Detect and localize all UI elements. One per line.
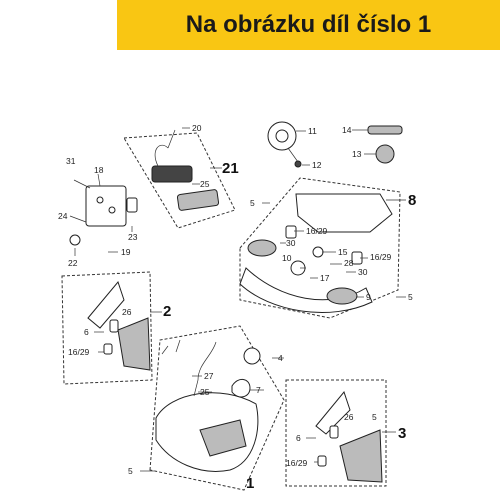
label-16a: 16/29 xyxy=(306,226,328,236)
mesh-strip xyxy=(367,125,403,135)
label-25b: 25 xyxy=(200,387,210,397)
label-30b: 30 xyxy=(358,267,368,277)
tail-lamp-wiring xyxy=(154,129,176,167)
assembly-label-21: 21 xyxy=(222,160,239,177)
right-indicator-body xyxy=(315,390,351,435)
assembly-label-1: 1 xyxy=(246,475,254,492)
assembly-21-group: 20 21 25 xyxy=(123,123,239,229)
label-16c: 16/29 xyxy=(68,347,90,357)
assembly-label-3: 3 xyxy=(398,425,406,442)
right-indicator-lens xyxy=(339,429,383,483)
tail-lamp-lens xyxy=(176,189,220,211)
left-indicator-body xyxy=(87,280,125,329)
upper-fairing xyxy=(295,193,393,233)
plate-bracket xyxy=(85,185,127,227)
headlight-adjuster xyxy=(243,347,261,365)
label-15: 15 xyxy=(338,247,348,257)
label-28: 28 xyxy=(344,258,354,268)
label-26b: 26 xyxy=(344,412,354,422)
label-6b: 6 xyxy=(296,433,301,443)
label-5d: 5 xyxy=(372,412,377,422)
horn-nut xyxy=(294,160,302,168)
license-plate-holder: 31 18 24 23 19 22 xyxy=(58,156,138,268)
label-31: 31 xyxy=(66,156,76,166)
label-20: 20 xyxy=(192,123,202,133)
assembly-label-2: 2 xyxy=(163,303,171,320)
socket-15 xyxy=(312,246,324,258)
assembly-1-group: 4 27 25 7 1 5 xyxy=(128,325,285,492)
label-18: 18 xyxy=(94,165,104,175)
side-lens-left xyxy=(247,239,277,257)
label-16b: 16/29 xyxy=(370,252,392,262)
headlight-bulb xyxy=(231,379,251,398)
mesh-disc xyxy=(375,144,395,164)
assembly-2-group: 2 26 6 16/29 xyxy=(61,271,171,385)
label-11: 11 xyxy=(308,126,317,136)
horn-parts: 11 12 14 13 xyxy=(267,121,403,170)
assembly-3-group: 3 26 6 16/29 5 xyxy=(285,379,406,487)
label-23: 23 xyxy=(128,232,138,242)
label-14: 14 xyxy=(342,125,352,135)
label-13: 13 xyxy=(352,149,362,159)
label-7: 7 xyxy=(256,385,261,395)
assembly-3-boundary xyxy=(285,379,387,487)
label-5b: 5 xyxy=(408,292,413,302)
label-30a: 30 xyxy=(286,238,296,248)
label-10: 10 xyxy=(282,253,292,263)
label-16d: 16/29 xyxy=(286,458,308,468)
label-27: 27 xyxy=(204,371,214,381)
label-26a: 26 xyxy=(122,307,132,317)
label-19: 19 xyxy=(121,247,131,257)
label-9: 9 xyxy=(366,292,371,302)
left-indicator-lens xyxy=(117,317,151,371)
label-24: 24 xyxy=(58,211,68,221)
label-4: 4 xyxy=(278,353,283,363)
assembly-label-8: 8 xyxy=(408,192,416,209)
bulb-16-29-a xyxy=(285,225,297,239)
label-5a: 5 xyxy=(250,198,255,208)
label-5c: 5 xyxy=(128,466,133,476)
headlight-reflector-grid xyxy=(199,419,247,457)
plate-washer xyxy=(69,234,81,246)
assembly-1-boundary xyxy=(149,325,285,491)
assembly-8-group: 8 5 16/29 30 10 15 28 16/29 17 30 9 5 xyxy=(239,177,416,319)
headlight-wiring xyxy=(193,341,217,397)
label-6a: 6 xyxy=(84,327,89,337)
label-22: 22 xyxy=(68,258,78,268)
part-number-banner: Na obrázku díl číslo 1 xyxy=(117,0,500,50)
label-12: 12 xyxy=(312,160,322,170)
side-lens-right xyxy=(326,287,358,305)
label-17: 17 xyxy=(320,273,330,283)
tail-lamp-housing xyxy=(151,165,193,183)
assembly-8-boundary xyxy=(239,177,401,319)
banner-text: Na obrázku díl číslo 1 xyxy=(185,11,432,38)
assembly-2-boundary xyxy=(61,271,153,385)
label-25a: 25 xyxy=(200,179,210,189)
